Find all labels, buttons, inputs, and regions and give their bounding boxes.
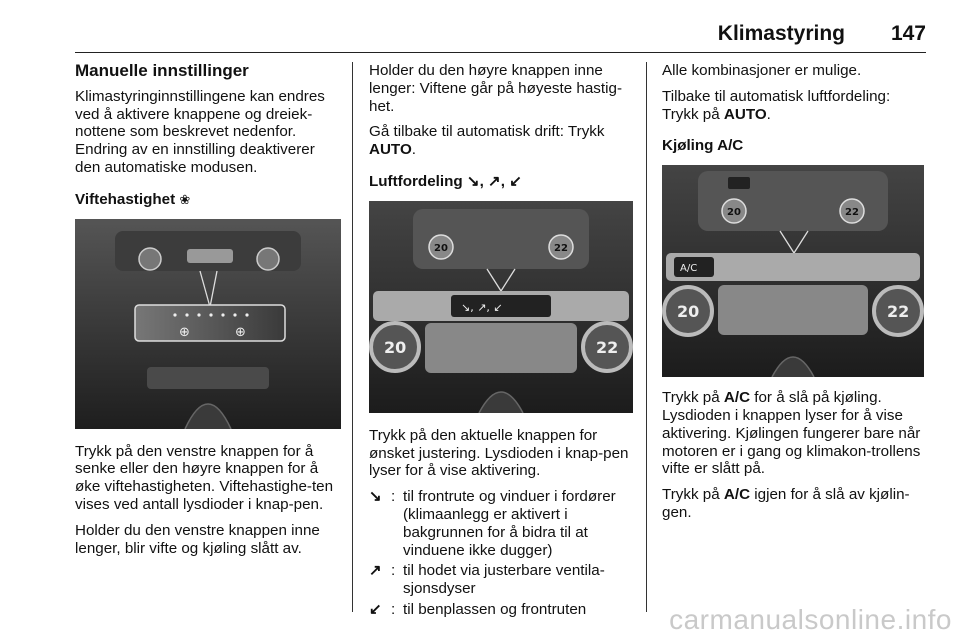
fan-paragraph-2: Holder du den venstre knappen inne lenge…	[75, 521, 320, 557]
intro-paragraph: Klimastyringinnstillingene kan endres ve…	[75, 87, 325, 176]
temp-left-small: 20	[727, 207, 741, 218]
head-area-icon: ↗	[369, 562, 382, 580]
temp-right-small: 22	[845, 207, 859, 218]
air-distribution-icons: ↘, ↗, ↙	[466, 172, 522, 190]
watermark: carmanualsonline.info	[669, 604, 952, 635]
fan-speed-photo: ⊕ ⊕	[75, 218, 341, 429]
air-icons-in-photo: ↘, ↗, ↙	[461, 301, 503, 314]
ac-button-label: A/C	[680, 263, 697, 274]
heading-air-distribution: Luftfordeling ↘, ↗, ↙	[369, 172, 522, 190]
temp-left-large: 20	[384, 338, 406, 357]
fan-icon: ❀	[179, 191, 191, 207]
ac-off-paragraph: Trykk på A/C igjen for å slå av kjølin-g…	[662, 486, 910, 521]
section-title: Klimastyring	[717, 22, 845, 45]
footwell-icon: ↙	[369, 600, 382, 618]
ac-on-paragraph: Trykk på A/C for å slå på kjøling. Lysdi…	[662, 389, 921, 478]
list-item: ↗ : til hodet via justerbare ventila-sjo…	[369, 562, 605, 598]
svg-text:⊕: ⊕	[235, 325, 246, 340]
list-item: ↙ : til benplassen og frontruten	[369, 600, 587, 618]
temp-right-small: 22	[554, 243, 568, 254]
auto-distribution-paragraph: Tilbake til automatisk luftfordeling: Tr…	[662, 87, 891, 123]
page-number: 147	[890, 22, 926, 45]
temp-right-large: 22	[596, 338, 618, 357]
ac-photo: 20 22 A/C 20 22	[662, 165, 924, 378]
windscreen-icon: ↘	[369, 488, 382, 506]
air-distribution-illustration: 20 22 ↘, ↗, ↙ 20 22	[369, 200, 633, 413]
air-distribution-list: ↘ : til frontrute og vinduer i fordører …	[369, 488, 633, 619]
column-1: Manuelle innstillinger Klimastyringinnst…	[75, 62, 341, 565]
temp-left-large: 20	[677, 302, 699, 321]
column-3: Alle kombinasjoner er mulige. Tilbake ti…	[662, 62, 926, 530]
air-distribution-paragraph: Trykk på den aktuelle knappen for ønsket…	[369, 426, 629, 480]
heading-manual-settings: Manuelle innstillinger	[75, 61, 249, 80]
combinations-paragraph: Alle kombinasjoner er mulige.	[662, 62, 862, 79]
header-rule	[75, 52, 926, 53]
ac-label: A/C	[723, 389, 751, 407]
list-item: ↘ : til frontrute og vinduer i fordører …	[369, 488, 616, 559]
temp-right-large: 22	[887, 302, 909, 321]
auto-label: AUTO	[723, 105, 767, 123]
auto-label: AUTO	[369, 141, 412, 159]
heading-fan-speed: Viftehastighet ❀	[75, 190, 191, 208]
column-2: Holder du den høyre knappen inne lenger:…	[369, 62, 633, 622]
column-divider	[646, 62, 647, 612]
temp-left-small: 20	[434, 243, 448, 254]
auto-paragraph: Gå tilbake til automatisk drift: Trykk A…	[369, 123, 605, 159]
ac-label: A/C	[723, 486, 751, 504]
fan-speed-illustration: ⊕ ⊕	[75, 218, 341, 429]
heading-cooling-ac: Kjøling A/C	[662, 137, 744, 155]
fan-paragraph-3: Holder du den høyre knappen inne lenger:…	[369, 62, 622, 115]
fan-paragraph-1: Trykk på den venstre knappen for å senke…	[75, 442, 334, 513]
svg-text:⊕: ⊕	[179, 325, 190, 340]
column-divider	[352, 62, 353, 612]
ac-illustration: 20 22 A/C 20 22	[662, 165, 924, 378]
page-header: Klimastyring 147	[0, 20, 960, 53]
air-distribution-photo: 20 22 ↘, ↗, ↙ 20 22	[369, 200, 633, 413]
